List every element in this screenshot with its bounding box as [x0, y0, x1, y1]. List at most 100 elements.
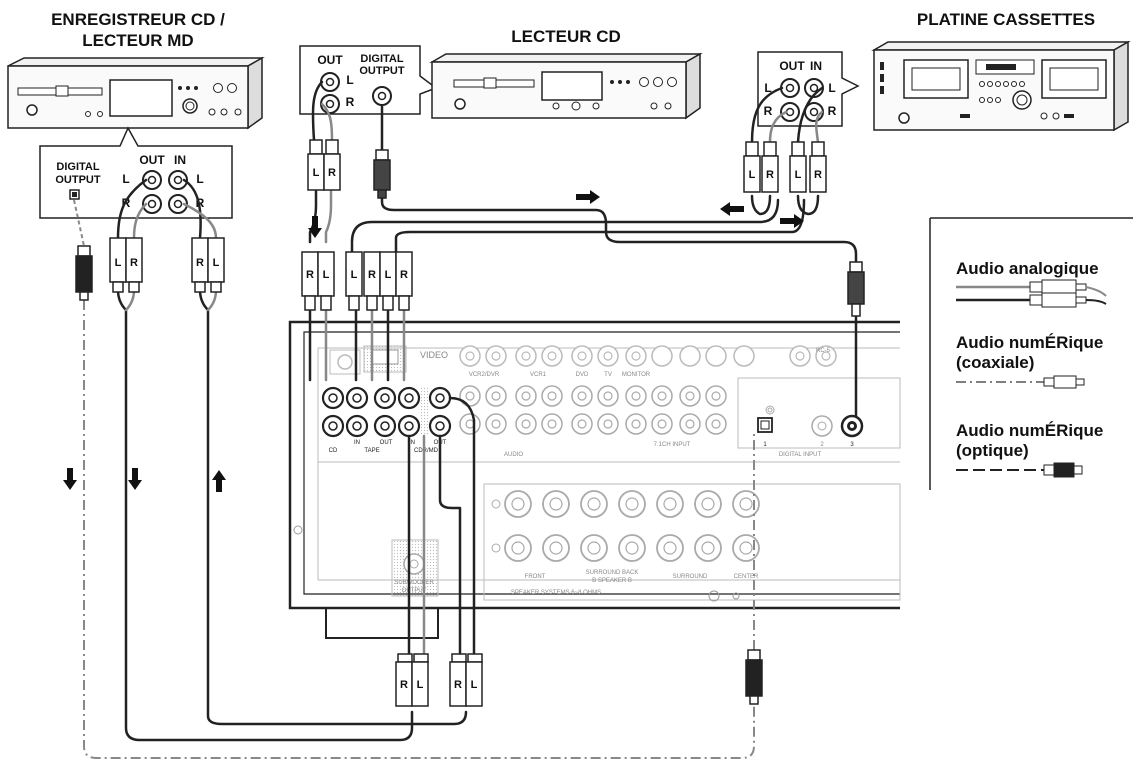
arrow-up-icon — [212, 470, 226, 492]
audio-label: AUDIO — [504, 452, 523, 458]
rca-jack[interactable] — [142, 194, 162, 214]
arrow-down-icon — [308, 216, 322, 238]
out-label: OUT — [317, 53, 343, 67]
digital-in-1-label: 1 — [763, 442, 767, 448]
digital-label-2: OUTPUT — [55, 174, 101, 186]
rca-jack[interactable] — [168, 170, 188, 190]
right-label: R — [764, 104, 773, 118]
rca-jack[interactable] — [780, 78, 800, 98]
cd-player-title: LECTEUR CD — [511, 27, 621, 46]
cd-player-jack-panel: OUT DIGITAL OUTPUT L R — [299, 45, 438, 115]
coax-input-3[interactable] — [840, 414, 864, 438]
analog-cable-icon — [956, 279, 1107, 308]
optical-cable-icon — [956, 462, 1083, 478]
tape-label: TAPE — [364, 448, 379, 454]
dvd-label: DVD — [576, 372, 589, 378]
plug-letter-l: L — [749, 169, 756, 181]
rca-jack[interactable] — [780, 102, 800, 122]
signal-arrows — [63, 190, 804, 492]
tape-in-label: IN — [354, 440, 360, 446]
arrow-down-icon — [63, 468, 77, 490]
digital-in-2-label: 2 — [820, 442, 824, 448]
cassette-deck-device — [871, 40, 1131, 132]
in-label: IN — [810, 59, 822, 73]
plug-letter-r: R — [368, 269, 376, 281]
rca-plugs: L R L R L R R L L R L R — [75, 139, 865, 707]
plug-letter-r: R — [196, 257, 204, 269]
plug-letter-l: L — [323, 269, 330, 281]
right-label: R — [196, 196, 205, 210]
right-label: R — [346, 95, 355, 109]
left-label: L — [196, 172, 203, 186]
arrow-right-icon — [576, 190, 600, 204]
arrow-left-icon — [720, 202, 744, 216]
tv-label: TV — [604, 372, 612, 378]
out-label: OUT — [779, 59, 805, 73]
cdr-in-label: IN — [409, 440, 415, 446]
surround-back-label: SURROUND BACK — [586, 570, 639, 576]
speaker-systems-label: SPEAKER SYSTEMS 6~8 OHMS — [511, 590, 601, 596]
optical-cable — [73, 199, 755, 759]
digital-in-3-label: 3 — [850, 442, 854, 448]
plug-letter-r: R — [454, 679, 462, 691]
digital-label-1: DIGITAL — [56, 161, 99, 173]
monitor-label: MONITOR — [622, 372, 651, 378]
left-label: L — [346, 73, 353, 87]
cd-recorder-title-2: LECTEUR MD — [82, 31, 193, 50]
cdr-md-label: CDR/MD — [414, 448, 439, 454]
rca-jack[interactable] — [142, 170, 162, 190]
plug-letter-l: L — [351, 269, 358, 281]
surround-label: SURROUND — [673, 574, 708, 580]
vcr1-label: VCR1 — [530, 372, 547, 378]
vcr2-label: VCR2/DVR — [469, 372, 500, 378]
cd-input-label: CD — [329, 448, 338, 454]
plug-letter-l: L — [385, 269, 392, 281]
cd-player-device — [429, 52, 703, 120]
legend-optical-label-1: Audio numÉRique — [956, 421, 1103, 440]
tape-out-label: OUT — [380, 440, 393, 446]
rca-jack[interactable] — [168, 194, 188, 214]
rc5-label: RC-5 — [816, 348, 831, 354]
coax-out-jack[interactable] — [372, 86, 392, 106]
plug-letter-r: R — [306, 269, 314, 281]
plug-letter-r: R — [400, 679, 408, 691]
receiver-rear-panel: VIDEO RC-5 VCR2/DVR VCR1 DVD TV MONITOR — [288, 320, 901, 639]
coax-cable-icon — [956, 375, 1085, 389]
multi-input-label: 7.1CH INPUT — [654, 442, 691, 448]
digital-label-1: DIGITAL — [360, 53, 403, 65]
left-label: L — [828, 81, 835, 95]
arrow-right-icon — [780, 214, 804, 228]
digital-input-label: DIGITAL INPUT — [779, 452, 822, 458]
subwoofer-label: SUBWOOFER — [394, 580, 434, 586]
left-label: L — [122, 172, 129, 186]
plug-letter-r: R — [766, 169, 774, 181]
plug-letter-r: R — [130, 257, 138, 269]
plug-letter-l: L — [471, 679, 478, 691]
legend-analog-label: Audio analogique — [956, 259, 1099, 278]
plug-letter-l: L — [213, 257, 220, 269]
plug-letter-l: L — [417, 679, 424, 691]
plug-letter-r: R — [400, 269, 408, 281]
subwoofer-output-label: OUTPUT — [402, 588, 427, 594]
right-label: R — [828, 104, 837, 118]
cd-recorder-title-1: ENREGISTREUR CD / — [51, 10, 225, 29]
front-label: FRONT — [525, 574, 546, 580]
legend-coax-label-1: Audio numÉRique — [956, 333, 1103, 352]
cd-recorder-device — [7, 56, 265, 130]
cd-recorder-jack-panel: DIGITAL OUTPUT OUT IN L R L R — [39, 126, 233, 219]
legend-coax-label-2: (coaxiale) — [956, 353, 1034, 372]
plug-letter-l: L — [313, 167, 320, 179]
cassette-deck-title: PLATINE CASSETTES — [917, 10, 1095, 29]
digital-label-2: OUTPUT — [359, 65, 405, 77]
in-label: IN — [174, 153, 186, 167]
plug-letter-r: R — [814, 169, 822, 181]
rca-jack[interactable] — [320, 72, 340, 92]
optical-input-1[interactable] — [757, 417, 773, 433]
plug-letter-l: L — [795, 169, 802, 181]
legend-optical-label-2: (optique) — [956, 441, 1029, 460]
out-label: OUT — [139, 153, 165, 167]
speaker-b-label: B SPEAKER B — [592, 578, 632, 584]
legend: Audio analogique Audio numÉRique (coaxia… — [929, 217, 1133, 490]
center-label: CENTER — [734, 574, 759, 580]
